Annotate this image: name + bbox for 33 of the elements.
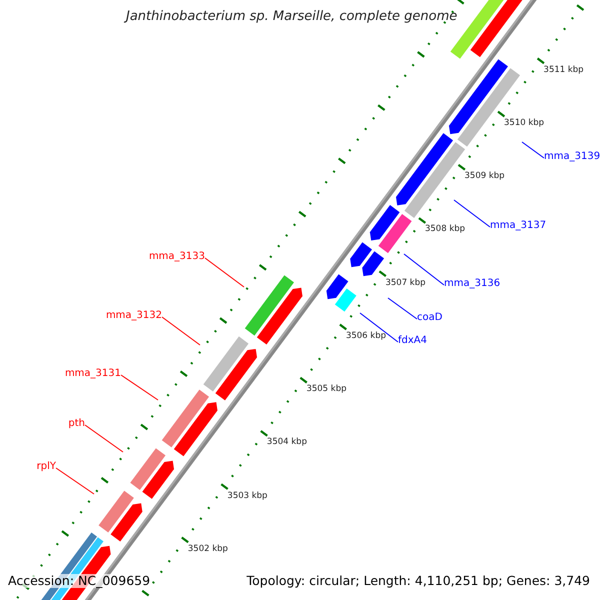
- leader-line: [120, 374, 158, 400]
- tick-label: 3509 kbp: [464, 170, 505, 184]
- gene-label: mma_3132: [106, 309, 162, 323]
- leader-line: [388, 298, 418, 320]
- leader-line: [522, 142, 544, 158]
- tick-label: 3505 kbp: [306, 383, 346, 396]
- tick-label: 3511 kbp: [544, 64, 584, 77]
- leader-line: [84, 424, 124, 452]
- genome-stats-text: Topology: circular; Length: 4,110,251 bp; Genes: 3,749: [246, 574, 590, 588]
- tick-label: 3507 kbp: [385, 276, 426, 290]
- tick-label: 3503 kbp: [227, 490, 268, 503]
- tick-label: 3510 kbp: [504, 117, 544, 130]
- tick-label: 3504 kbp: [266, 436, 307, 450]
- gene-label: mma_3133: [148, 250, 205, 264]
- leader-line: [404, 254, 444, 286]
- leader-line: [162, 316, 200, 346]
- gene-label: pth: [68, 417, 85, 431]
- gene-label: mma_3131: [64, 367, 121, 381]
- tick-label: 3502 kbp: [188, 542, 228, 556]
- tick-label: 3508 kbp: [424, 223, 466, 236]
- leader-line: [360, 312, 398, 342]
- gene-label: mma_3136: [444, 277, 500, 291]
- map-title: Janthinobacterium sp. Marseille, complete genome: [126, 10, 458, 24]
- tick-label: 3506 kbp: [346, 330, 386, 343]
- gene-label: mma_3137: [490, 219, 546, 233]
- gene-label: mma_3139: [544, 150, 600, 164]
- leader-line: [56, 468, 94, 494]
- gene-label: coaD: [417, 311, 442, 325]
- gene-label: fdxA4: [398, 334, 427, 348]
- accession-text: Accession: NC_009659: [8, 574, 150, 588]
- gene-label: rplY: [36, 460, 56, 474]
- leader-line: [204, 258, 244, 288]
- leader-line: [454, 200, 490, 228]
